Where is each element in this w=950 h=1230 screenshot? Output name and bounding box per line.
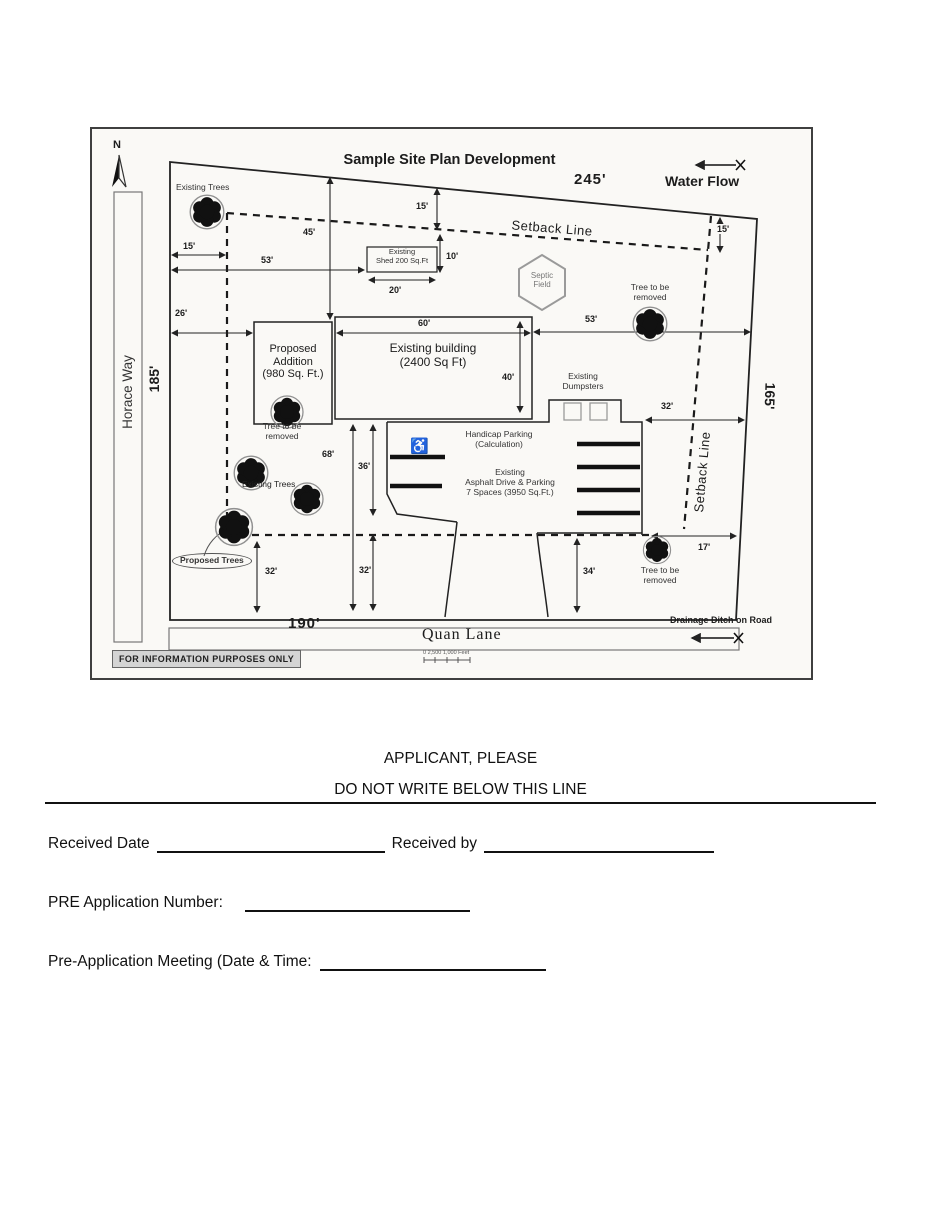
addition-label: Proposed Addition (980 Sq. Ft.) bbox=[262, 343, 324, 381]
dim-17: 17' bbox=[697, 542, 712, 553]
dim-32-right: 32' bbox=[660, 401, 675, 412]
property-boundary bbox=[169, 161, 758, 621]
pre-app-meeting-row: Pre-Application Meeting (Date & Time: bbox=[48, 952, 546, 971]
received-date-blank bbox=[156, 834, 385, 853]
plan-title: Sample Site Plan Development bbox=[343, 152, 556, 168]
dim-26: 26' bbox=[174, 308, 189, 319]
septic-field-outline bbox=[518, 253, 566, 312]
dim-32-left: 32' bbox=[264, 566, 279, 577]
dim-15-left: 15' bbox=[182, 241, 197, 252]
pre-app-meeting-label: Pre-Application Meeting (Date & Time: bbox=[48, 953, 312, 970]
pre-app-number-label: PRE Application Number: bbox=[48, 894, 223, 911]
north-label: N bbox=[113, 139, 121, 151]
dim-45: 45' bbox=[302, 227, 317, 238]
dim-40: 40' bbox=[501, 372, 516, 383]
received-by-blank bbox=[483, 834, 714, 853]
dim-165: 165' bbox=[761, 382, 779, 410]
dim-20: 20' bbox=[388, 285, 403, 296]
received-row: Received Date Received by bbox=[48, 834, 714, 853]
tree-removed-topright-label: Tree to be removed bbox=[630, 282, 670, 302]
dim-10: 10' bbox=[445, 251, 460, 262]
dim-32-mid: 32' bbox=[358, 565, 373, 576]
handicap-parking-label: Handicap Parking (Calculation) bbox=[465, 429, 533, 449]
scale-text: 0 2,500 1,000 Feet bbox=[423, 650, 470, 656]
dim-15-top: 15' bbox=[415, 201, 430, 212]
septic-field-label: Septic Field bbox=[530, 271, 554, 290]
divider-rule bbox=[45, 802, 876, 804]
existing-trees-mid-label: Existing Trees bbox=[242, 479, 296, 489]
site-plan-drawing: ♿ bbox=[112, 154, 758, 663]
dim-190: 190' bbox=[288, 615, 321, 632]
north-arrow-icon bbox=[112, 154, 127, 188]
drainage-arrow-icon bbox=[690, 632, 744, 644]
dim-53-right: 53' bbox=[584, 314, 599, 325]
pre-app-number-row: PRE Application Number: bbox=[48, 893, 470, 912]
water-flow-arrow-icon bbox=[694, 159, 746, 171]
scale-bar bbox=[423, 657, 471, 663]
dim-68: 68' bbox=[321, 449, 336, 460]
info-stamp: FOR INFORMATION PURPOSES ONLY bbox=[112, 650, 302, 668]
street-horace-way: Horace Way bbox=[120, 355, 136, 429]
notice-line-2: DO NOT WRITE BELOW THIS LINE bbox=[334, 781, 587, 798]
shed-label: Existing Shed 200 Sq.Ft bbox=[375, 247, 429, 265]
received-by-label: Received by bbox=[391, 835, 477, 852]
notice-line-1: APPLICANT, PLEASE bbox=[383, 750, 538, 767]
received-date-label: Received Date bbox=[48, 835, 150, 852]
dim-53-left: 53' bbox=[260, 255, 275, 266]
site-plan-scan: ♿ bbox=[90, 127, 813, 680]
existing-trees-top-label: Existing Trees bbox=[176, 182, 230, 192]
building-label: Existing building (2400 Sq Ft) bbox=[389, 341, 477, 369]
parking-lot bbox=[386, 399, 643, 618]
parking-stripes bbox=[390, 441, 640, 516]
tree-removed-addition-label: Tree to be removed bbox=[262, 421, 302, 441]
dimension-arrows bbox=[170, 176, 752, 614]
water-flow-label: Water Flow bbox=[665, 173, 740, 189]
dim-185: 185' bbox=[145, 365, 162, 393]
dim-34: 34' bbox=[582, 566, 597, 577]
asphalt-parking-label: Existing Asphalt Drive & Parking 7 Space… bbox=[465, 467, 555, 497]
proposed-trees-label: Proposed Trees bbox=[172, 553, 252, 569]
tree-removed-bottom-label: Tree to be removed bbox=[640, 565, 680, 585]
dumpsters-label: Existing Dumpsters bbox=[562, 371, 604, 391]
setback-lines bbox=[225, 211, 713, 537]
pre-app-number-blank bbox=[244, 893, 470, 912]
pre-app-meeting-blank bbox=[319, 952, 546, 971]
drainage-label: Drainage Ditch on Road bbox=[670, 615, 773, 625]
dim-245: 245' bbox=[574, 171, 607, 188]
structures bbox=[253, 246, 533, 425]
dim-60: 60' bbox=[417, 318, 432, 329]
handicap-icon: ♿ bbox=[410, 437, 429, 455]
dim-36: 36' bbox=[357, 461, 372, 472]
street-quan-lane: Quan Lane bbox=[422, 626, 502, 643]
dim-15-right: 15' bbox=[716, 224, 731, 235]
